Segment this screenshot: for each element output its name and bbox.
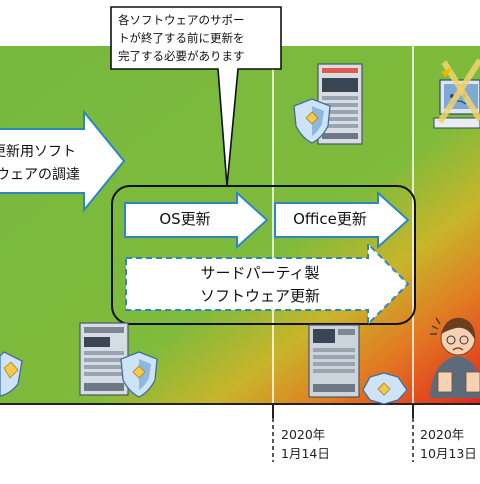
server-tower-icon <box>79 322 129 396</box>
procure-arrow <box>0 109 126 213</box>
callout-text-line-1: 各ソフトウェアのサポー <box>118 13 245 27</box>
date-2-day: 10月13日 <box>420 446 477 461</box>
date-2-year: 2020年 <box>420 427 465 442</box>
callout-text-line-2: トが終了する前に更新を <box>118 31 245 45</box>
date-1-day: 1月14日 <box>281 446 330 461</box>
server-tower-icon <box>308 324 360 398</box>
third-party-label-line-1: サードパーティ製 <box>200 264 320 282</box>
os-update-arrow <box>124 190 269 250</box>
third-party-arrow <box>125 241 410 327</box>
date-1-year: 2020年 <box>281 427 326 442</box>
callout-bubble <box>110 6 282 187</box>
distressed-person-icon <box>430 317 480 398</box>
broken-computer-icon <box>433 58 480 129</box>
shield-icon <box>0 351 23 397</box>
procure-label-line-2: ウェアの調達 <box>0 167 80 183</box>
office-update-label: Office更新 <box>293 210 367 228</box>
shield-icon <box>293 98 331 144</box>
shield-icon <box>120 351 158 398</box>
os-update-label: OS更新 <box>159 210 211 228</box>
shield-icon <box>362 372 408 405</box>
third-party-label-line-2: ソフトウェア更新 <box>199 287 320 305</box>
office-update-arrow <box>274 190 410 250</box>
update-group-frame <box>111 185 416 325</box>
procure-label-line-1: 更新用ソフト <box>0 144 76 160</box>
callout-text-line-3: 完了する必要があります <box>118 49 245 63</box>
